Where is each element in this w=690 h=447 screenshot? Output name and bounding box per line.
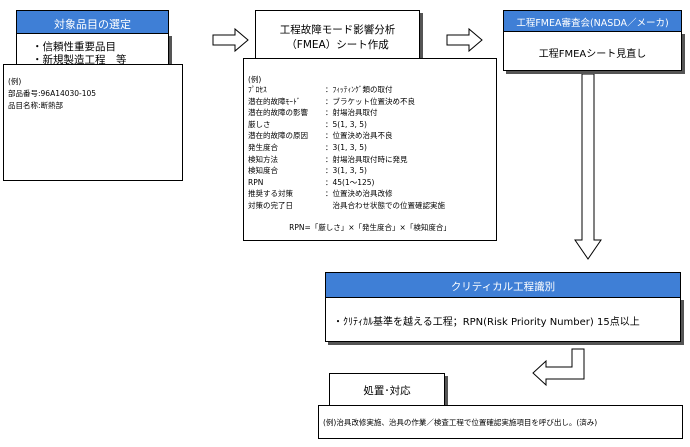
fmea-row-label: 検知度合 <box>248 166 278 176</box>
action-title-box <box>329 373 445 407</box>
critical-body-box <box>325 297 681 342</box>
fmea-row-label: RPN <box>248 177 264 187</box>
fmea-title-box <box>255 10 420 60</box>
fmea-row: 推奨する対策 ：位置決め治具改修 <box>248 188 493 200</box>
selection-title: 対象品目の選定 <box>54 18 131 31</box>
fmea-row-value: ：3(1, 3, 5) <box>325 166 367 176</box>
fmea-row-label: 潜在的故障の影響 <box>248 108 308 118</box>
fmea-row-label: 推奨する対策 <box>248 189 293 199</box>
review-body: 工程FMEAシート見直し <box>538 49 647 60</box>
fmea-row-label: 発生度合 <box>248 142 278 152</box>
fmea-row: ﾌﾟﾛｾｽ ：ﾌｨｯﾃｨﾝｸﾞ類の取付 <box>248 84 493 96</box>
fmea-row-value: ：射場治具取付時に発見 <box>325 154 408 164</box>
action-body-box <box>318 405 683 439</box>
example-part-line: (例) <box>8 77 22 86</box>
arrow-down-to-critical <box>574 73 602 260</box>
selection-item: ・信頼性重要品目 <box>32 41 116 53</box>
rpn-formula: RPN=「厳しさ」×「発生度合」×「検知度合」 <box>289 223 451 232</box>
example-part-box <box>3 64 183 181</box>
selection-title-bar: 対象品目の選定 <box>16 10 169 34</box>
arrow-elbow-to-action <box>532 348 585 387</box>
fmea-example-head: (例) <box>248 75 262 84</box>
fmea-example-box <box>243 58 497 241</box>
review-body-box <box>503 31 682 71</box>
fmea-row-value: ：ﾌｨｯﾃｨﾝｸﾞ類の取付 <box>325 85 393 94</box>
fmea-row-value: ：位置決め治具改修 <box>325 189 393 199</box>
fmea-row-label: ﾌﾟﾛｾｽ <box>248 85 267 94</box>
arrow-to-review <box>446 27 483 53</box>
fmea-rows: ﾌﾟﾛｾｽ ：ﾌｨｯﾃｨﾝｸﾞ類の取付 潜在的故障ﾓｰﾄﾞ ：ブラケット位置決め不良… <box>248 84 493 212</box>
fmea-row-label: 潜在的故障の原因 <box>248 131 308 141</box>
fmea-row-label: 検知方法 <box>248 154 278 164</box>
fmea-row: 対策の完了日 治具合わせ状態での位置確認実施 <box>248 200 493 212</box>
example-part-number: 部品番号:96A14030-105 <box>8 89 97 98</box>
fmea-row-value: ：射場治具取付 <box>325 108 378 118</box>
fmea-row-label: 潜在的故障ﾓｰﾄﾞ <box>248 96 301 106</box>
critical-title-bar: クリティカル工程識別 <box>325 272 681 298</box>
arrow-to-fmea <box>212 27 249 53</box>
review-title: 工程FMEA審査会(NASDA／メーカ) <box>516 18 669 29</box>
fmea-row: 検知度合 ：3(1, 3, 5) <box>248 165 493 177</box>
fmea-title-line2: （FMEA）シート作成 <box>286 39 389 51</box>
critical-body: ・ｸﾘﾃｨｶﾙ基準を越える工程；RPN(Risk Priority Number… <box>333 317 640 328</box>
fmea-row-value: ：5(1, 3, 5) <box>325 119 367 129</box>
fmea-row-label: 対策の完了日 <box>248 200 293 210</box>
fmea-row: RPN ：45(1～125) <box>248 177 493 189</box>
fmea-row-value: ：位置決め治具不良 <box>325 131 393 141</box>
fmea-row-value: ：3(1, 3, 5) <box>325 142 367 152</box>
fmea-row-label: 厳しさ <box>248 119 271 129</box>
fmea-row: 検知方法 ：射場治具取付時に発見 <box>248 154 493 166</box>
fmea-row-value: ：45(1～125) <box>325 177 375 187</box>
fmea-row-value: 治具合わせ状態での位置確認実施 <box>325 200 445 210</box>
action-title: 処置･対応 <box>363 385 411 397</box>
example-part-name: 品目名称:断熱部 <box>8 101 64 110</box>
fmea-row: 潜在的故障の影響 ：射場治具取付 <box>248 107 493 119</box>
fmea-row-value: ：ブラケット位置決め不良 <box>325 96 415 106</box>
fmea-title-line1: 工程故障モード影響分析 <box>279 24 396 36</box>
fmea-row: 厳しさ ：5(1, 3, 5) <box>248 119 493 131</box>
selection-item: ・新規製造工程 等 <box>32 54 127 66</box>
critical-title: クリティカル工程識別 <box>450 281 556 293</box>
fmea-row: 潜在的故障ﾓｰﾄﾞ ：ブラケット位置決め不良 <box>248 96 493 108</box>
fmea-row: 発生度合 ：3(1, 3, 5) <box>248 142 493 154</box>
fmea-row: 潜在的故障の原因 ：位置決め治具不良 <box>248 130 493 142</box>
action-body: (例)治具改修実施、治具の作業／検査工程で位置確認実施項目を呼び出し。(済み) <box>323 418 598 427</box>
review-title-bar: 工程FMEA審査会(NASDA／メーカ) <box>503 10 682 32</box>
